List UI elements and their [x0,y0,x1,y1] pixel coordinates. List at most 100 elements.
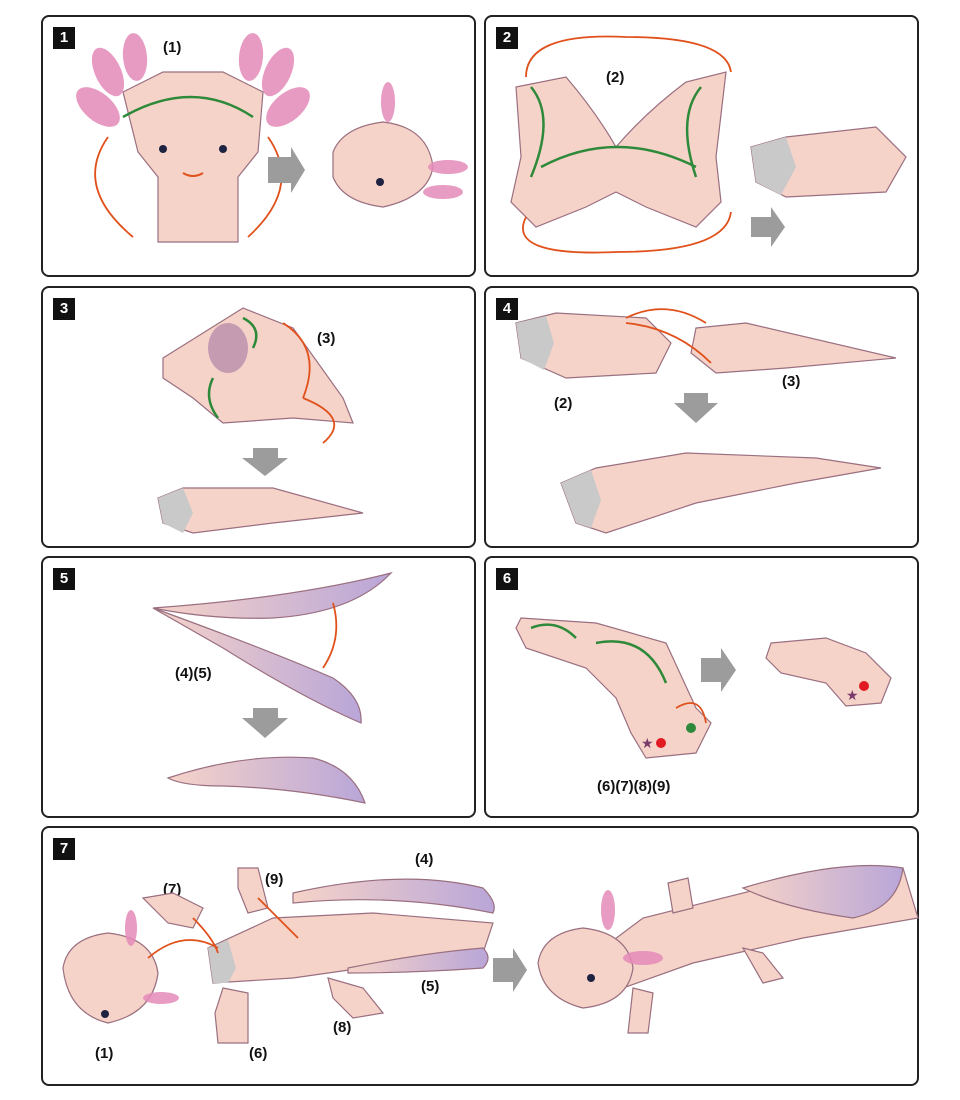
rear-leg-8 [327,977,385,1019]
assembled-head-gill [423,185,463,199]
fin-piece-upper [152,571,393,619]
head-net-piece [122,71,264,243]
part-label-4: (4) [415,851,433,868]
green-join-arrow [685,86,702,178]
eye-left [159,145,167,153]
assembled-head [537,927,634,1009]
green-join-arrow [529,86,545,178]
green-join-arrow [530,623,577,639]
green-dot-marker [686,723,696,733]
step-2-panel: 2 (2) [484,15,919,277]
lower-fin-part [347,947,489,974]
step-arrow [674,393,718,423]
orange-join-arrow [302,397,336,444]
star-marker: ★ [641,735,654,751]
assembled-tail-opening [158,488,193,533]
part-label-3: (3) [782,373,800,390]
upper-fin-part [292,878,495,914]
assembled-gill [601,890,615,930]
part-label-6-9: (6)(7)(8)(9) [597,778,670,795]
assembled-gill [623,951,663,965]
step-arrow [268,147,305,193]
orange-join-arrow [322,602,338,669]
assembled-head-gill [428,160,468,174]
star-marker: ★ [846,687,859,703]
part-label-1: (1) [163,39,181,56]
assembled-leg [667,877,694,914]
step-1-illustration: (1) [76,33,468,243]
assembled-body-opening [751,137,796,195]
orange-join-arrow [257,897,299,939]
mouth [182,172,204,177]
part-label-1: (1) [95,1045,113,1062]
tail-net-piece [162,307,354,424]
step-number-badge: 4 [496,298,518,320]
body-part-2-opening [516,316,554,370]
leg-net-piece [515,617,712,759]
orange-join-arrow [192,917,219,954]
step-5-panel: 5 (4)(5) [41,556,476,818]
orange-join-arrow-left [94,136,134,238]
step-4-illustration: (2) (3) [515,308,897,534]
assembled-body-tail [560,452,882,534]
tail-net-fold [208,323,248,373]
step-number-badge: 6 [496,568,518,590]
orange-join-arrow [282,322,311,399]
step-number-badge: 2 [496,27,518,49]
assembled-fin [166,756,366,804]
assembled-head-gill [381,82,395,122]
part-label-2: (2) [606,69,624,86]
step-7-illustration: (1) (4) (5) (6) (7) (8) (9) [62,851,919,1062]
assembled-head-eye [376,178,384,186]
tail-part-3 [690,322,897,374]
front-leg-7 [141,892,204,929]
head-part [62,932,159,1024]
step-number-badge: 3 [53,298,75,320]
body-part-opening [208,940,236,983]
orange-join-arrow-bottom [522,211,732,254]
step-4-panel: 4 (2) (3) [484,286,919,548]
assembled-tail-fin [741,864,904,919]
green-join-arrow [540,145,697,169]
rear-leg-6 [214,987,249,1044]
assembled-leg [741,947,785,984]
green-join-arrow [595,640,668,684]
red-dot-marker [859,681,869,691]
fin-piece-lower [152,607,362,724]
assembled-body-tail-opening [561,470,601,528]
step-arrow [493,948,527,992]
step-7-panel: 7 (1) (4) (5) (6) (7) (8) (9) [41,826,919,1086]
part-label-4-5: (4)(5) [175,665,212,682]
green-join-arrow [207,377,220,419]
green-join-arrow [242,316,258,349]
part-label-8: (8) [333,1019,351,1036]
step-arrow [242,708,288,738]
step-1-panel: 1 (1) [41,15,476,277]
red-dot-marker [656,738,666,748]
assembled-leg [627,987,654,1034]
step-number-badge: 5 [53,568,75,590]
step-6-panel: 6 (6)(7)(8)(9) ★ ★ [484,556,919,818]
step-3-panel: 3 (3) [41,286,476,548]
assembled-head [332,121,434,208]
head-gills-left [76,33,148,127]
assembled-eye [587,974,595,982]
part-label-2: (2) [554,395,572,412]
part-label-5: (5) [421,978,439,995]
orange-join-arrow [675,702,707,724]
step-arrow [701,648,736,692]
step-2-illustration: (2) [510,35,907,254]
orange-join-arrow [147,939,219,959]
green-join-arrow [122,95,254,119]
orange-join-arrow-right [247,136,283,238]
front-leg-9 [237,867,269,914]
step-arrow [751,207,785,247]
head-gill [143,992,179,1004]
step-number-badge: 1 [53,27,75,49]
step-number-badge: 7 [53,838,75,860]
step-6-illustration: (6)(7)(8)(9) ★ ★ [515,617,892,795]
step-5-illustration: (4)(5) [152,571,393,804]
orange-join-arrow-top [525,35,732,78]
body-net-piece [510,71,727,228]
orange-join-arrow [625,308,707,324]
